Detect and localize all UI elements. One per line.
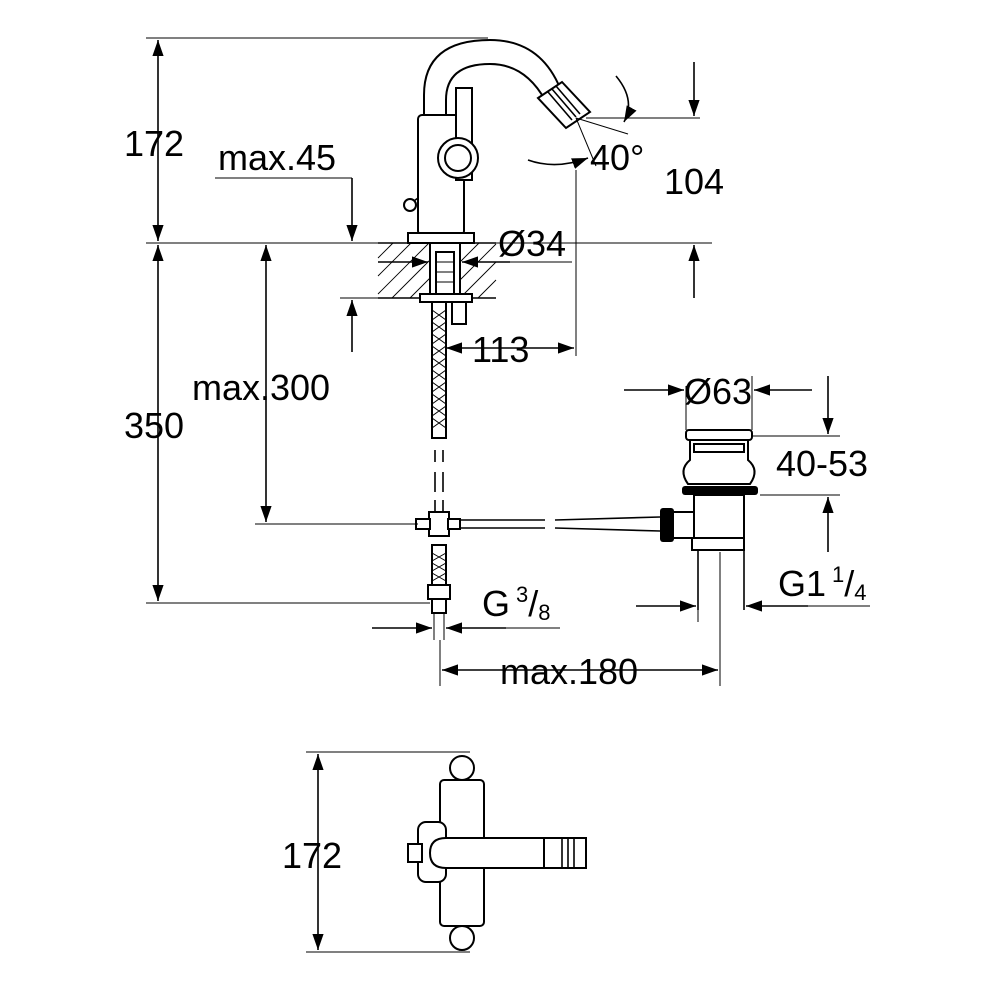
spray-nozzle: [536, 80, 592, 130]
thread-g-base: G: [482, 583, 510, 624]
label-40-53: 40-53: [776, 443, 868, 484]
thread-g-slash: /: [528, 583, 538, 624]
dimension-labels: 172 max.45 104 40° Ø34 113 max.300 350 Ø…: [124, 123, 868, 876]
thread-g1-base: G1: [778, 563, 826, 604]
flexible-hose: [415, 301, 461, 614]
faucet-top-view: [306, 751, 587, 953]
label-max45: max.45: [218, 137, 336, 178]
waste-assembly: [660, 429, 758, 610]
thread-g-den: 8: [538, 600, 550, 625]
lever-knob: [437, 137, 479, 179]
thread-g1-num: 1: [832, 562, 844, 587]
pop-up-link-rod: [460, 516, 661, 532]
thread-g1-slash: /: [844, 563, 854, 604]
label-diameter-34: Ø34: [498, 223, 566, 264]
label-40-degrees: 40°: [590, 137, 644, 178]
faucet-side-view: [403, 38, 592, 244]
label-350: 350: [124, 405, 184, 446]
pop-up-rod: [403, 197, 419, 212]
label-172-top-view: 172: [282, 835, 342, 876]
label-max300: max.300: [192, 367, 330, 408]
thread-g-num: 3: [516, 582, 528, 607]
dimension-lines: [146, 37, 870, 686]
label-104: 104: [664, 161, 724, 202]
label-172-top: 172: [124, 123, 184, 164]
label-max180: max.180: [500, 651, 638, 692]
thread-g1-den: 4: [854, 580, 866, 605]
label-113: 113: [472, 329, 529, 370]
label-diameter-63: Ø63: [684, 371, 752, 412]
